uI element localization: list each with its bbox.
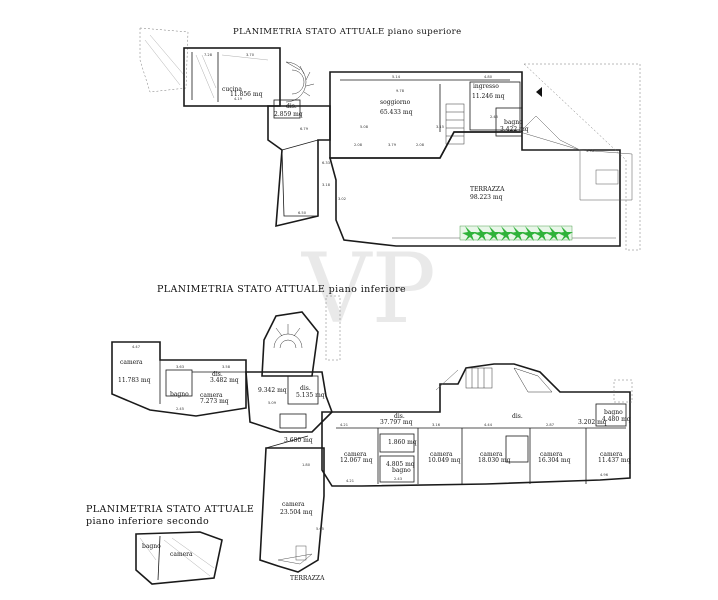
dimension-label: 4.44 bbox=[484, 423, 493, 427]
room-name-camera-5: camera bbox=[600, 451, 623, 458]
second-lower-floor-plan bbox=[135, 531, 223, 585]
room-area-small-center: 3.680 mq bbox=[284, 437, 313, 444]
room-name-dis-long: dis. bbox=[512, 413, 523, 420]
dimension-label: 4.47 bbox=[132, 345, 140, 349]
room-name-camera-1: camera bbox=[344, 451, 367, 458]
second-lower-floor-title-line1: PLANIMETRIA STATO ATTUALE bbox=[86, 504, 254, 515]
room-name-camera-small: camera bbox=[200, 392, 223, 399]
room-name-bagno-far-east: bagno bbox=[604, 409, 623, 416]
room-area-bagno-upper: 3.422 mq bbox=[500, 126, 529, 133]
room-name-bagno-second: bagno bbox=[142, 543, 161, 550]
room-name-bagno-east: bagno bbox=[392, 467, 411, 474]
room-area-dis-upper: 2.859 mq bbox=[274, 111, 303, 118]
room-area-bagno-east: 4.805 mq bbox=[386, 461, 415, 468]
dimension-label: 3.95 bbox=[586, 149, 594, 153]
room-name-bagno-upper: bagno bbox=[504, 119, 523, 126]
room-name-camera-second: camera bbox=[170, 551, 193, 558]
dimension-label: 3.02 bbox=[338, 197, 346, 201]
room-name-camera-south: camera bbox=[282, 501, 305, 508]
dimension-label: 7.28 bbox=[204, 53, 213, 57]
room-area-hall: 9.342 mq bbox=[258, 387, 287, 394]
room-name-bagno-west: bagno bbox=[170, 391, 189, 398]
dimension-label: 5.14 bbox=[392, 75, 401, 79]
dimension-label: 4.80 bbox=[484, 75, 493, 79]
room-name-dis-upper: dis. bbox=[286, 103, 297, 110]
room-name-camera-4: camera bbox=[540, 451, 563, 458]
room-name-soggiorno: soggiorno bbox=[380, 99, 411, 106]
upper-floor-plan bbox=[139, 27, 641, 251]
room-area-terrazza-upper: 98.223 mq bbox=[470, 194, 503, 201]
room-area-dis-west: 3.482 mq bbox=[210, 377, 239, 384]
room-area-bagno-far-east: 4.480 mq bbox=[602, 416, 631, 423]
dimension-label: 9.78 bbox=[396, 89, 405, 93]
room-area-dis-small-east: 3.202 mq bbox=[578, 419, 607, 426]
dimension-label: 3.16 bbox=[432, 423, 441, 427]
dimension-label: 2.08 bbox=[416, 143, 425, 147]
dimension-label: 3.18 bbox=[322, 183, 331, 187]
room-name-dis-west: dis. bbox=[212, 371, 223, 378]
dimension-label: 2.87 bbox=[546, 423, 554, 427]
dimension-label: 5.09 bbox=[268, 401, 277, 405]
entrance-arrow-icon bbox=[536, 87, 542, 97]
room-area-dis-center: 5.135 mq bbox=[296, 392, 325, 399]
terrace-planter bbox=[459, 225, 573, 241]
watermark-logo: VP bbox=[301, 233, 436, 345]
dimension-label: 3.70 bbox=[246, 53, 255, 57]
dimension-label: 3.79 bbox=[388, 143, 397, 147]
dimension-label: 4.96 bbox=[600, 473, 609, 477]
room-area-camera-1: 12.067 mq bbox=[340, 457, 373, 464]
room-name-camera-2: camera bbox=[430, 451, 453, 458]
dimension-label: 2.08 bbox=[354, 143, 363, 147]
room-area-camera-small: 7.273 mq bbox=[200, 398, 229, 405]
dimension-label: 6.79 bbox=[300, 127, 309, 131]
dimension-label: 2.45 bbox=[176, 407, 184, 411]
room-area-camera-south: 23.504 mq bbox=[280, 509, 313, 516]
dimension-label: 2.45 bbox=[490, 115, 498, 119]
dimension-label: 1.80 bbox=[302, 463, 311, 467]
dimension-label: 3.63 bbox=[176, 365, 184, 369]
dimension-label: 2.43 bbox=[394, 477, 402, 481]
dimension-label: 5.08 bbox=[360, 125, 369, 129]
room-name-camera-west: camera bbox=[120, 359, 143, 366]
room-area-camera-west: 11.783 mq bbox=[118, 377, 151, 384]
room-area-cucina: 11.856 mq bbox=[230, 91, 263, 98]
room-name-terrazza-lower: TERRAZZA bbox=[290, 575, 325, 582]
dimension-label: 6.33 bbox=[322, 161, 330, 165]
dimension-label: 6.50 bbox=[298, 211, 307, 215]
room-area-camera-2: 10.049 mq bbox=[428, 457, 461, 464]
room-area-ingresso: 11.246 mq bbox=[472, 93, 505, 100]
dimension-label: 4.19 bbox=[234, 97, 243, 101]
lower-floor-title: PLANIMETRIA STATO ATTUALE piano inferior… bbox=[157, 284, 406, 295]
lower-floor-plan bbox=[111, 295, 633, 573]
room-area-camera-5: 11.437 mq bbox=[598, 457, 631, 464]
dimension-label: 5.65 bbox=[316, 527, 324, 531]
room-name-ingresso: ingresso bbox=[473, 83, 499, 90]
dimension-label: 3.58 bbox=[222, 365, 231, 369]
dimension-label: 3.15 bbox=[436, 125, 444, 129]
dimension-label: 4.21 bbox=[340, 423, 348, 427]
room-name-dis-east: dis. bbox=[394, 413, 405, 420]
room-area-camera-4: 16.304 mq bbox=[538, 457, 571, 464]
upper-floor-title: PLANIMETRIA STATO ATTUALE piano superior… bbox=[233, 27, 462, 37]
dimension-label: 4.21 bbox=[346, 479, 354, 483]
room-area-soggiorno: 65.433 mq bbox=[380, 109, 413, 116]
room-area-dis-east: 37.797 mq bbox=[380, 419, 413, 426]
room-name-camera-3: camera bbox=[480, 451, 503, 458]
room-name-terrazza-upper: TERRAZZA bbox=[470, 186, 505, 193]
room-area-camera-3: 18.030 mq bbox=[478, 457, 511, 464]
second-lower-floor-title-line2: piano inferiore secondo bbox=[86, 516, 209, 527]
room-name-dis-center: dis. bbox=[300, 385, 311, 392]
room-name-cucina: cucina bbox=[222, 86, 242, 93]
room-area-closet: 1.860 mq bbox=[388, 439, 417, 446]
